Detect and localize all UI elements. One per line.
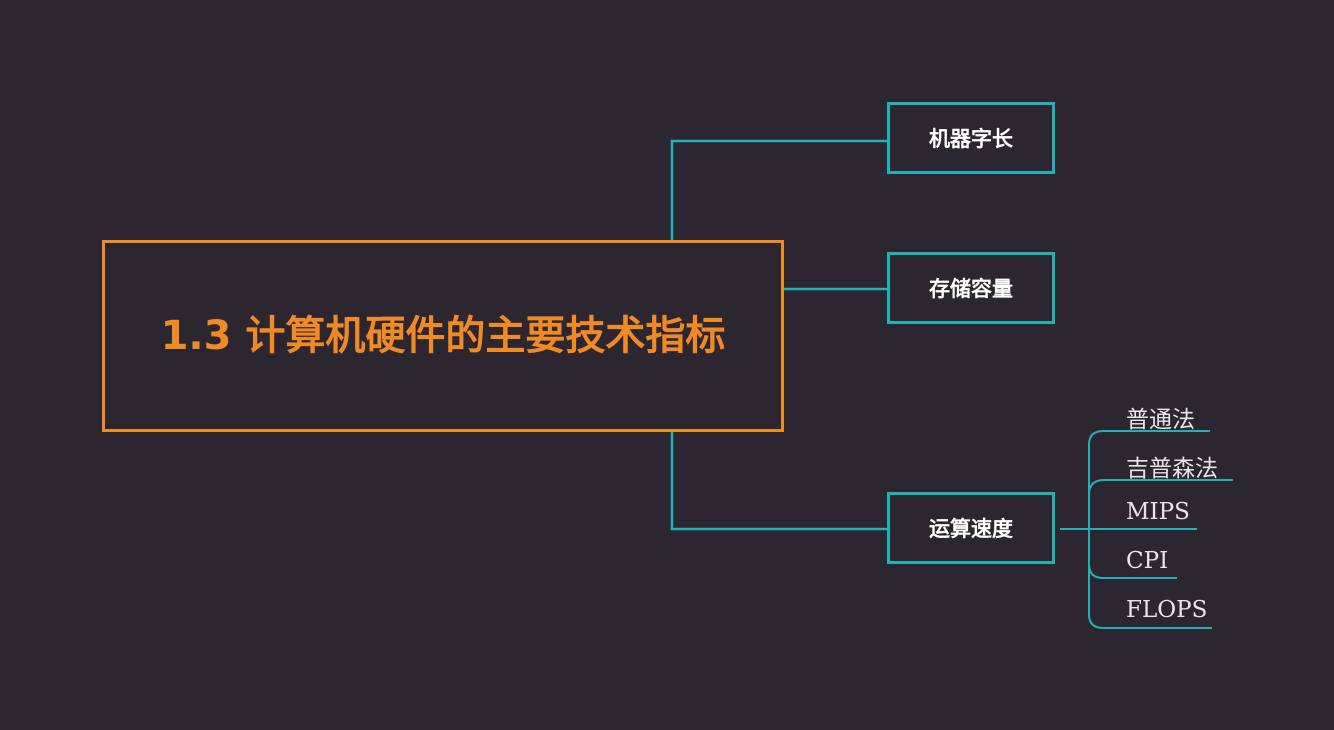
leaf-gibson-method[interactable]: 吉普森法 (1126, 456, 1218, 482)
leaf-cpi[interactable]: CPI (1126, 548, 1169, 574)
leaf-flops[interactable]: FLOPS (1126, 597, 1208, 623)
branch-machine-word-length[interactable]: 机器字长 (887, 102, 1055, 174)
connector-leaf-1 (1088, 430, 1210, 529)
central-topic-title: 1.3 计算机硬件的主要技术指标 (160, 313, 726, 359)
branch-computing-speed[interactable]: 运算速度 (887, 492, 1055, 564)
leaf-ordinary-method[interactable]: 普通法 (1126, 407, 1195, 433)
connector-speed (670, 429, 887, 531)
branch-label: 机器字长 (929, 127, 1013, 151)
branch-storage-capacity[interactable]: 存储容量 (887, 252, 1055, 324)
branch-label: 运算速度 (929, 517, 1013, 541)
connector-leaf-5 (1088, 564, 1212, 629)
connector-leaf-2 (1088, 479, 1233, 496)
branch-label: 存储容量 (929, 277, 1013, 301)
connector-machine-word (670, 139, 887, 240)
central-topic[interactable]: 1.3 计算机硬件的主要技术指标 (102, 240, 784, 432)
leaf-mips[interactable]: MIPS (1126, 499, 1190, 525)
